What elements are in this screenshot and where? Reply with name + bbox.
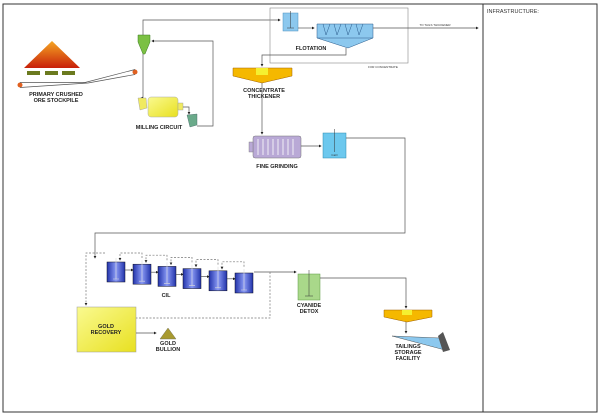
fine-grinding: FINE GRINDING CaO [93,129,406,259]
tailings-label-3: FACILITY [396,356,421,362]
thickener-label-2: THICKENER [248,94,280,100]
ore-stockpile: PRIMARY CRUSHED ORE STOCKPILE [17,41,138,104]
agitator-icon [164,262,170,284]
infrastructure-label: INFRASTRUCTURE: [487,9,539,15]
carbon-flow-line [144,254,168,263]
gold-recovery: GOLD RECOVERY GOLD BULLION [76,306,180,353]
agitator-icon [139,260,145,282]
flotation-label: FLOTATION [296,46,327,52]
tailings-label-2: STORAGE [394,350,421,356]
cyanide-detox-label: CYANIDE [297,303,322,309]
cyanide-detox: CYANIDE DETOX [297,270,408,315]
to-tails-label: TO TAILS THICKENER [419,23,451,27]
agitator-icon [215,266,221,289]
milling-circuit: MILLING CIRCUIT [136,18,281,131]
agitator-icon [241,269,247,291]
carbon-flow-line [194,259,219,268]
cyclone-icon [137,34,151,55]
pump-icon [186,113,198,128]
agitator-icon [113,258,119,280]
cyanide-detox-label-2: DETOX [300,309,319,315]
cil-label: CIL [162,293,172,299]
gold-bullion-label: GOLD [160,341,176,347]
agitator-icon [189,264,195,286]
ball-mill-icon [147,96,179,118]
flotation-cells-icon [316,23,374,49]
gold-bullion-icon [159,327,177,340]
gold-recovery-label-2: RECOVERY [91,330,122,336]
fine-grinding-label: FINE GRINDING [256,164,298,170]
cao-label: CaO [331,153,338,157]
gold-recovery-label: GOLD [98,324,114,330]
milling-label: MILLING CIRCUIT [136,125,183,131]
gold-bullion-label-2: BULLION [156,347,180,353]
thickener-label: CONCENTRATE [243,88,285,94]
stockpile-label: PRIMARY CRUSHED [29,92,83,98]
carbon-flow-line [220,261,245,270]
carbon-flow-line [118,252,143,261]
carbon-flow-line [169,257,193,266]
page-border [2,3,598,413]
tailings-facility: TAILINGS STORAGE FACILITY [383,309,450,362]
for-concentrate-label: FOR CONCENTRATE [368,65,398,69]
flotation-circuit: TO TAILS THICKENER FLOTATION FOR CONCENT… [260,7,479,69]
cil-circuit: CIL [84,252,297,319]
tailings-label: TAILINGS [395,344,421,350]
concentrate-thickener: CONCENTRATE THICKENER [232,67,293,135]
stockpile-label-2: ORE STOCKPILE [34,98,79,104]
